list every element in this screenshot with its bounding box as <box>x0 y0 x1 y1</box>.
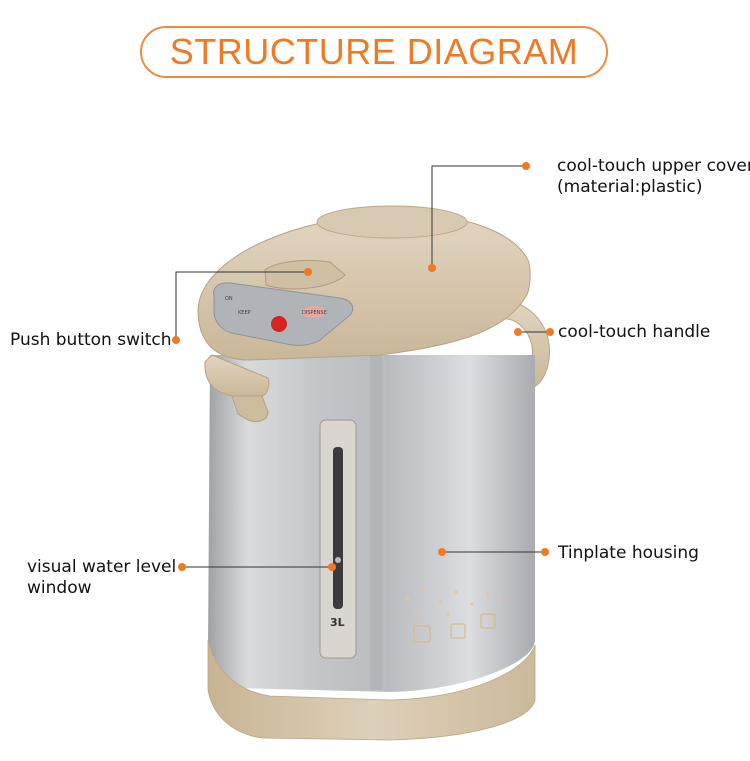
water-level-float <box>335 557 341 563</box>
leader-upper-cover <box>431 165 526 268</box>
lid-latch <box>264 259 346 290</box>
label-handle-line1: cool-touch handle <box>558 322 711 342</box>
dispense-button <box>271 316 287 332</box>
control-panel <box>213 282 354 346</box>
pot-spout <box>231 395 269 423</box>
label-housing: Tinplate housing <box>558 543 699 564</box>
label-upper-cover: cool-touch upper cover (material:plastic… <box>557 156 750 198</box>
capacity-label: 3L <box>330 616 345 629</box>
label-upper-cover-line1: cool-touch upper cover <box>557 156 750 176</box>
label-push-button-line1: Push button switch <box>10 330 172 350</box>
dot-upper-cover-end <box>522 162 530 170</box>
label-handle: cool-touch handle <box>558 322 710 343</box>
label-upper-cover-line2: (material:plastic) <box>557 177 703 197</box>
pot-base <box>207 639 536 741</box>
decorative-pattern <box>406 588 502 643</box>
dot-upper-cover-start <box>428 264 436 272</box>
lid-top-disc <box>316 205 468 239</box>
dot-housing-end <box>541 548 549 556</box>
dot-housing-start <box>438 548 446 556</box>
label-push-button: Push button switch <box>10 330 172 351</box>
label-water-window: visual water level window <box>27 557 176 599</box>
label-water-window-line2: window <box>27 578 92 598</box>
water-level-tube <box>333 447 343 609</box>
label-water-window-line1: visual water level <box>27 557 177 577</box>
spout-bracket <box>204 354 270 397</box>
keep-button <box>302 306 326 318</box>
pot-body-edge <box>370 352 382 690</box>
dot-handle-start <box>514 328 522 336</box>
title-banner: STRUCTURE DIAGRAM <box>140 26 608 78</box>
diagram-title: STRUCTURE DIAGRAM <box>169 31 579 72</box>
dot-handle-end <box>546 328 554 336</box>
dot-water-end <box>328 563 336 571</box>
dot-push-button-start <box>304 268 312 276</box>
dot-water-start <box>178 563 186 571</box>
panel-text-dispense: DISPENSE <box>302 310 327 316</box>
panel-text-keep: KEEP <box>238 310 251 316</box>
panel-text-on: ON <box>225 296 233 302</box>
leader-push-button <box>175 271 308 340</box>
label-housing-line1: Tinplate housing <box>558 543 699 563</box>
dot-push-button-end <box>172 336 180 344</box>
